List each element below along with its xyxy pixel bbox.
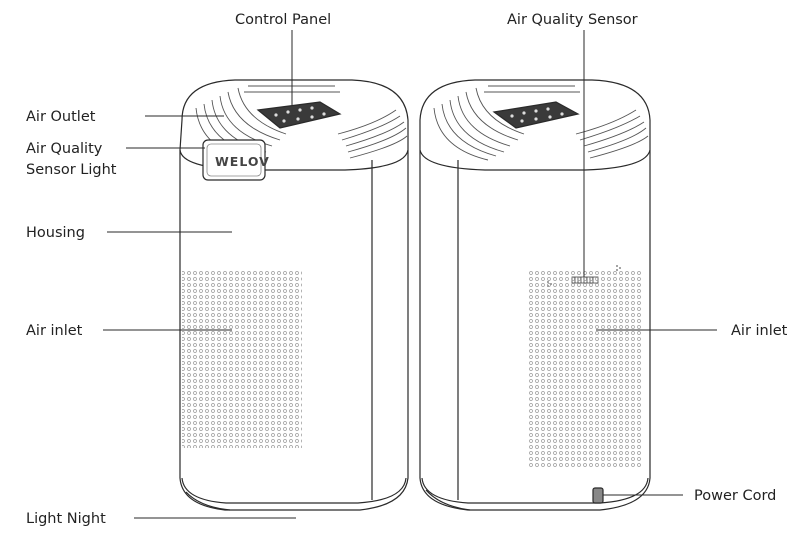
right-cap-ribs [433, 85, 649, 161]
power-cord-socket [592, 487, 604, 504]
label-sensor-light-line1: Air Quality [26, 141, 103, 157]
label-sensor-light-line2: Sensor Light [26, 162, 117, 178]
label-light-night: Light Night [26, 511, 106, 527]
leader-lines [103, 30, 717, 519]
right-body [419, 150, 651, 511]
label-control-panel: Control Panel [235, 12, 331, 28]
label-air-inlet-right: Air inlet [731, 323, 788, 339]
left-purifier [179, 79, 409, 511]
left-control-panel [256, 101, 342, 129]
right-purifier [419, 79, 651, 511]
right-control-panel [492, 101, 580, 129]
label-housing: Housing [26, 225, 85, 241]
label-air-quality-sensor: Air Quality Sensor [507, 12, 638, 28]
label-power-cord: Power Cord [694, 488, 776, 504]
left-body [179, 150, 409, 511]
right-top-cap [419, 79, 651, 171]
label-air-outlet: Air Outlet [26, 109, 96, 125]
brand-logo: WELOV [215, 154, 270, 169]
sensor-light-window [202, 139, 266, 181]
label-air-inlet-left: Air inlet [26, 323, 83, 339]
